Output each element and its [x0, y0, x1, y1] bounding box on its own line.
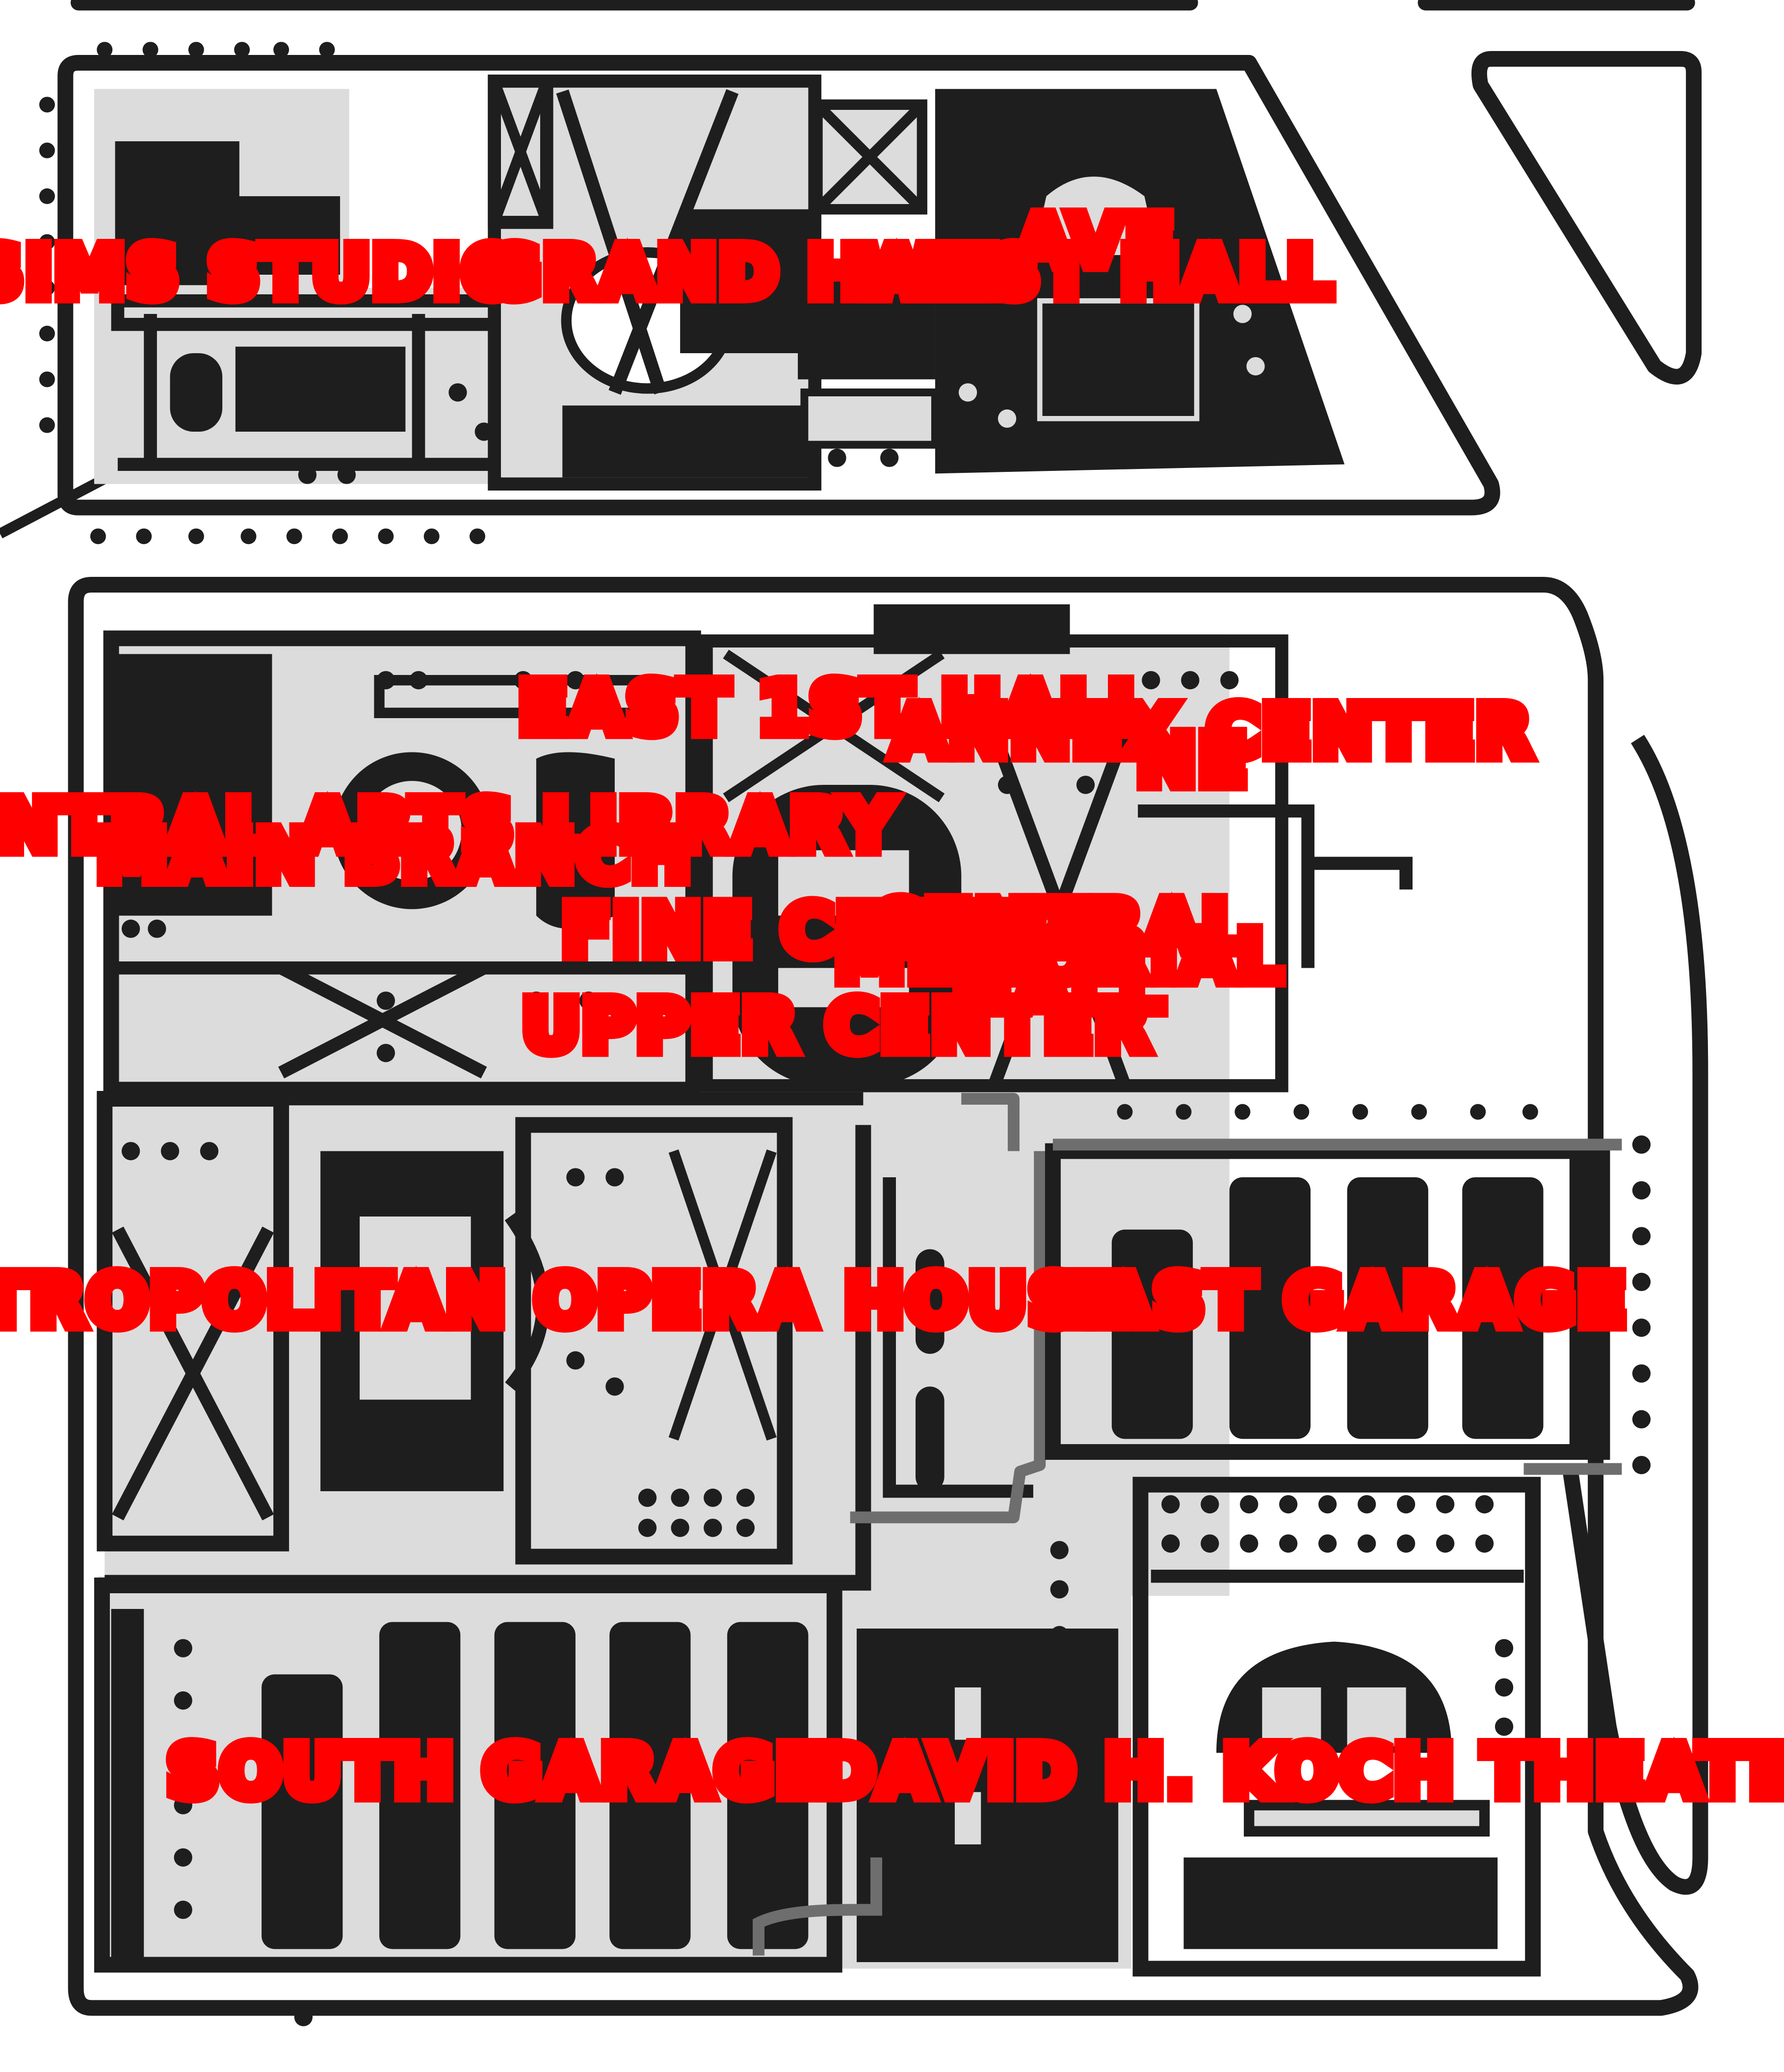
- poi-sims-studio[interactable]: SIMS STUDIO: [0, 225, 529, 320]
- svg-text:UPPER CENTER: UPPER CENTER: [523, 984, 1152, 1067]
- poi-fine-center[interactable]: FINE CENTER: [555, 882, 1111, 978]
- poi-east-garage[interactable]: EAST GARAGE: [1039, 1253, 1632, 1348]
- svg-text:ANNEX CENTER: ANNEX CENTER: [892, 690, 1533, 773]
- svg-text:CENTRAL: CENTRAL: [869, 885, 1249, 967]
- svg-text:METROPOLITAN OPERA HOUSE: METROPOLITAN OPERA HOUSE: [0, 1259, 1133, 1342]
- poi-metropolitan-opera-house[interactable]: METROPOLITAN OPERA HOUSE: [0, 1253, 1137, 1348]
- poi-david-koch-theater[interactable]: DAVID H. KOCH THEATER: [810, 1724, 1784, 1819]
- poi-ave-west-hall[interactable]: AVE WEST HALL: [851, 193, 1338, 320]
- svg-text:HALL: HALL: [952, 945, 1167, 1028]
- svg-text:DAVID H. KOCH THEATER: DAVID H. KOCH THEATER: [816, 1730, 1784, 1813]
- ne-triangle-plot: [1471, 51, 1702, 385]
- poi-south-garage[interactable]: SOUTH GARAGE: [161, 1724, 831, 1819]
- poi-upper-center[interactable]: UPPER CENTER: [516, 978, 1155, 1074]
- poi-central-memorial-hall[interactable]: CENTRAL MEMORIAL HALL: [828, 879, 1288, 1034]
- svg-text:SOUTH GARAGE: SOUTH GARAGE: [167, 1730, 827, 1813]
- svg-text:GRAND HALL: GRAND HALL: [482, 231, 1022, 313]
- svg-text:AVE: AVE: [1016, 200, 1176, 282]
- north-block: [0, 42, 1500, 544]
- svg-text:MEMORIAL: MEMORIAL: [835, 915, 1285, 998]
- south-block: [68, 577, 1708, 2026]
- poi-grand-hall[interactable]: GRAND HALL: [476, 225, 1025, 320]
- svg-text:EAST GARAGE: EAST GARAGE: [1045, 1259, 1628, 1342]
- svg-text:EAST 1ST HALL: EAST 1ST HALL: [519, 667, 1155, 749]
- map-labels: SIMS STUDIO GRAND HALL AVE WEST HALL EAS…: [0, 193, 1784, 1819]
- svg-text:FINE CENTER: FINE CENTER: [562, 889, 1107, 971]
- svg-text:CENTRAL ARTS LIBRARY: CENTRAL ARTS LIBRARY: [0, 784, 897, 867]
- svg-text:MAIN BRANCH: MAIN BRANCH: [97, 814, 693, 897]
- poi-annex-center[interactable]: ANNEX CENTER NE: [885, 684, 1537, 808]
- poi-central-arts-library[interactable]: CENTRAL ARTS LIBRARY MAIN BRANCH: [0, 778, 901, 904]
- svg-text:SIMS STUDIO: SIMS STUDIO: [0, 231, 525, 313]
- svg-text:NE: NE: [1136, 719, 1249, 802]
- poi-east-1st-hall[interactable]: EAST 1ST HALL: [512, 660, 1159, 756]
- svg-text:WEST HALL: WEST HALL: [858, 231, 1335, 313]
